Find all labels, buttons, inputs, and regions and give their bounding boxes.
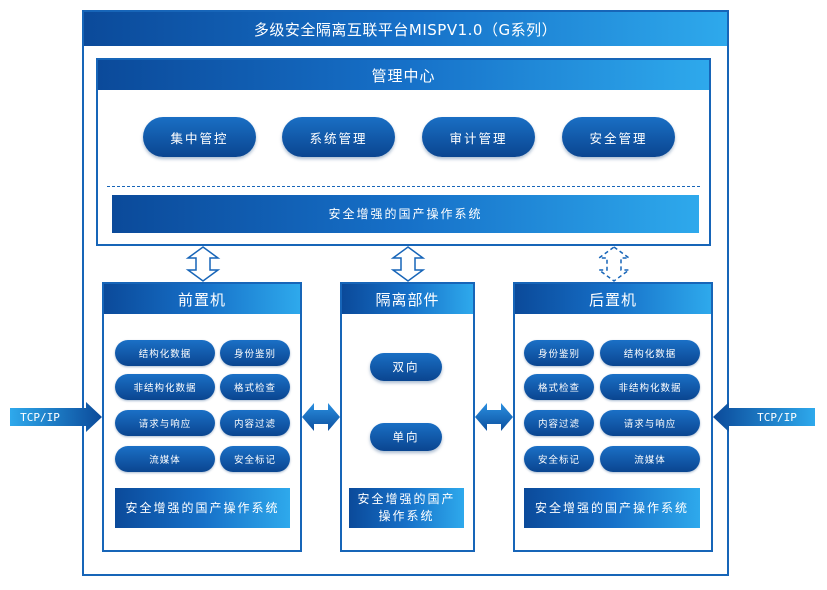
isolation-os-line2: 操作系统 bbox=[378, 509, 435, 523]
rear-chip-identity-auth: 身份鉴别 bbox=[524, 340, 594, 366]
management-center-title: 管理中心 bbox=[98, 60, 709, 90]
management-divider bbox=[107, 186, 700, 187]
isolation-mgmt-double-arrow-icon bbox=[390, 246, 426, 282]
security-management-button[interactable]: 安全管理 bbox=[562, 117, 675, 157]
right-tcpip-label: TCP/IP bbox=[757, 411, 797, 424]
system-management-button[interactable]: 系统管理 bbox=[282, 117, 395, 157]
isolation-os-line1: 安全增强的国产 bbox=[357, 492, 456, 506]
front-chip-content-filter: 内容过滤 bbox=[220, 410, 290, 436]
rear-chip-request-response: 请求与响应 bbox=[600, 410, 700, 436]
front-mgmt-double-arrow-icon bbox=[185, 246, 221, 282]
rear-chip-streaming-media: 流媒体 bbox=[600, 446, 700, 472]
rear-mgmt-dashed-double-arrow-icon bbox=[596, 246, 632, 282]
isolation-component-title: 隔离部件 bbox=[342, 284, 473, 314]
bidirectional-mode: 双向 bbox=[370, 353, 442, 381]
centralized-control-button[interactable]: 集中管控 bbox=[143, 117, 256, 157]
rear-machine-title: 后置机 bbox=[515, 284, 711, 314]
front-chip-unstructured-data: 非结构化数据 bbox=[115, 374, 215, 400]
front-chip-request-response: 请求与响应 bbox=[115, 410, 215, 436]
isolation-os-bar: 安全增强的国产 操作系统 bbox=[349, 488, 464, 528]
right-tcpip-arrow-icon: TCP/IP bbox=[713, 402, 815, 432]
front-chip-identity-auth: 身份鉴别 bbox=[220, 340, 290, 366]
front-chip-security-label: 安全标记 bbox=[220, 446, 290, 472]
front-chip-format-check: 格式检查 bbox=[220, 374, 290, 400]
platform-title: 多级安全隔离互联平台MISPV1.0（G系列） bbox=[84, 12, 727, 46]
left-tcpip-label: TCP/IP bbox=[20, 411, 60, 424]
rear-chip-content-filter: 内容过滤 bbox=[524, 410, 594, 436]
front-os-bar: 安全增强的国产操作系统 bbox=[115, 488, 290, 528]
unidirectional-mode: 单向 bbox=[370, 423, 442, 451]
management-os-bar: 安全增强的国产操作系统 bbox=[112, 195, 699, 233]
rear-os-bar: 安全增强的国产操作系统 bbox=[524, 488, 700, 528]
front-isolation-double-arrow-icon bbox=[302, 403, 340, 431]
rear-chip-format-check: 格式检查 bbox=[524, 374, 594, 400]
isolation-rear-double-arrow-icon bbox=[475, 403, 513, 431]
left-tcpip-arrow-icon: TCP/IP bbox=[10, 402, 102, 432]
front-chip-structured-data: 结构化数据 bbox=[115, 340, 215, 366]
front-machine-title: 前置机 bbox=[104, 284, 300, 314]
rear-chip-structured-data: 结构化数据 bbox=[600, 340, 700, 366]
front-chip-streaming-media: 流媒体 bbox=[115, 446, 215, 472]
rear-chip-unstructured-data: 非结构化数据 bbox=[600, 374, 700, 400]
audit-management-button[interactable]: 审计管理 bbox=[422, 117, 535, 157]
rear-chip-security-label: 安全标记 bbox=[524, 446, 594, 472]
